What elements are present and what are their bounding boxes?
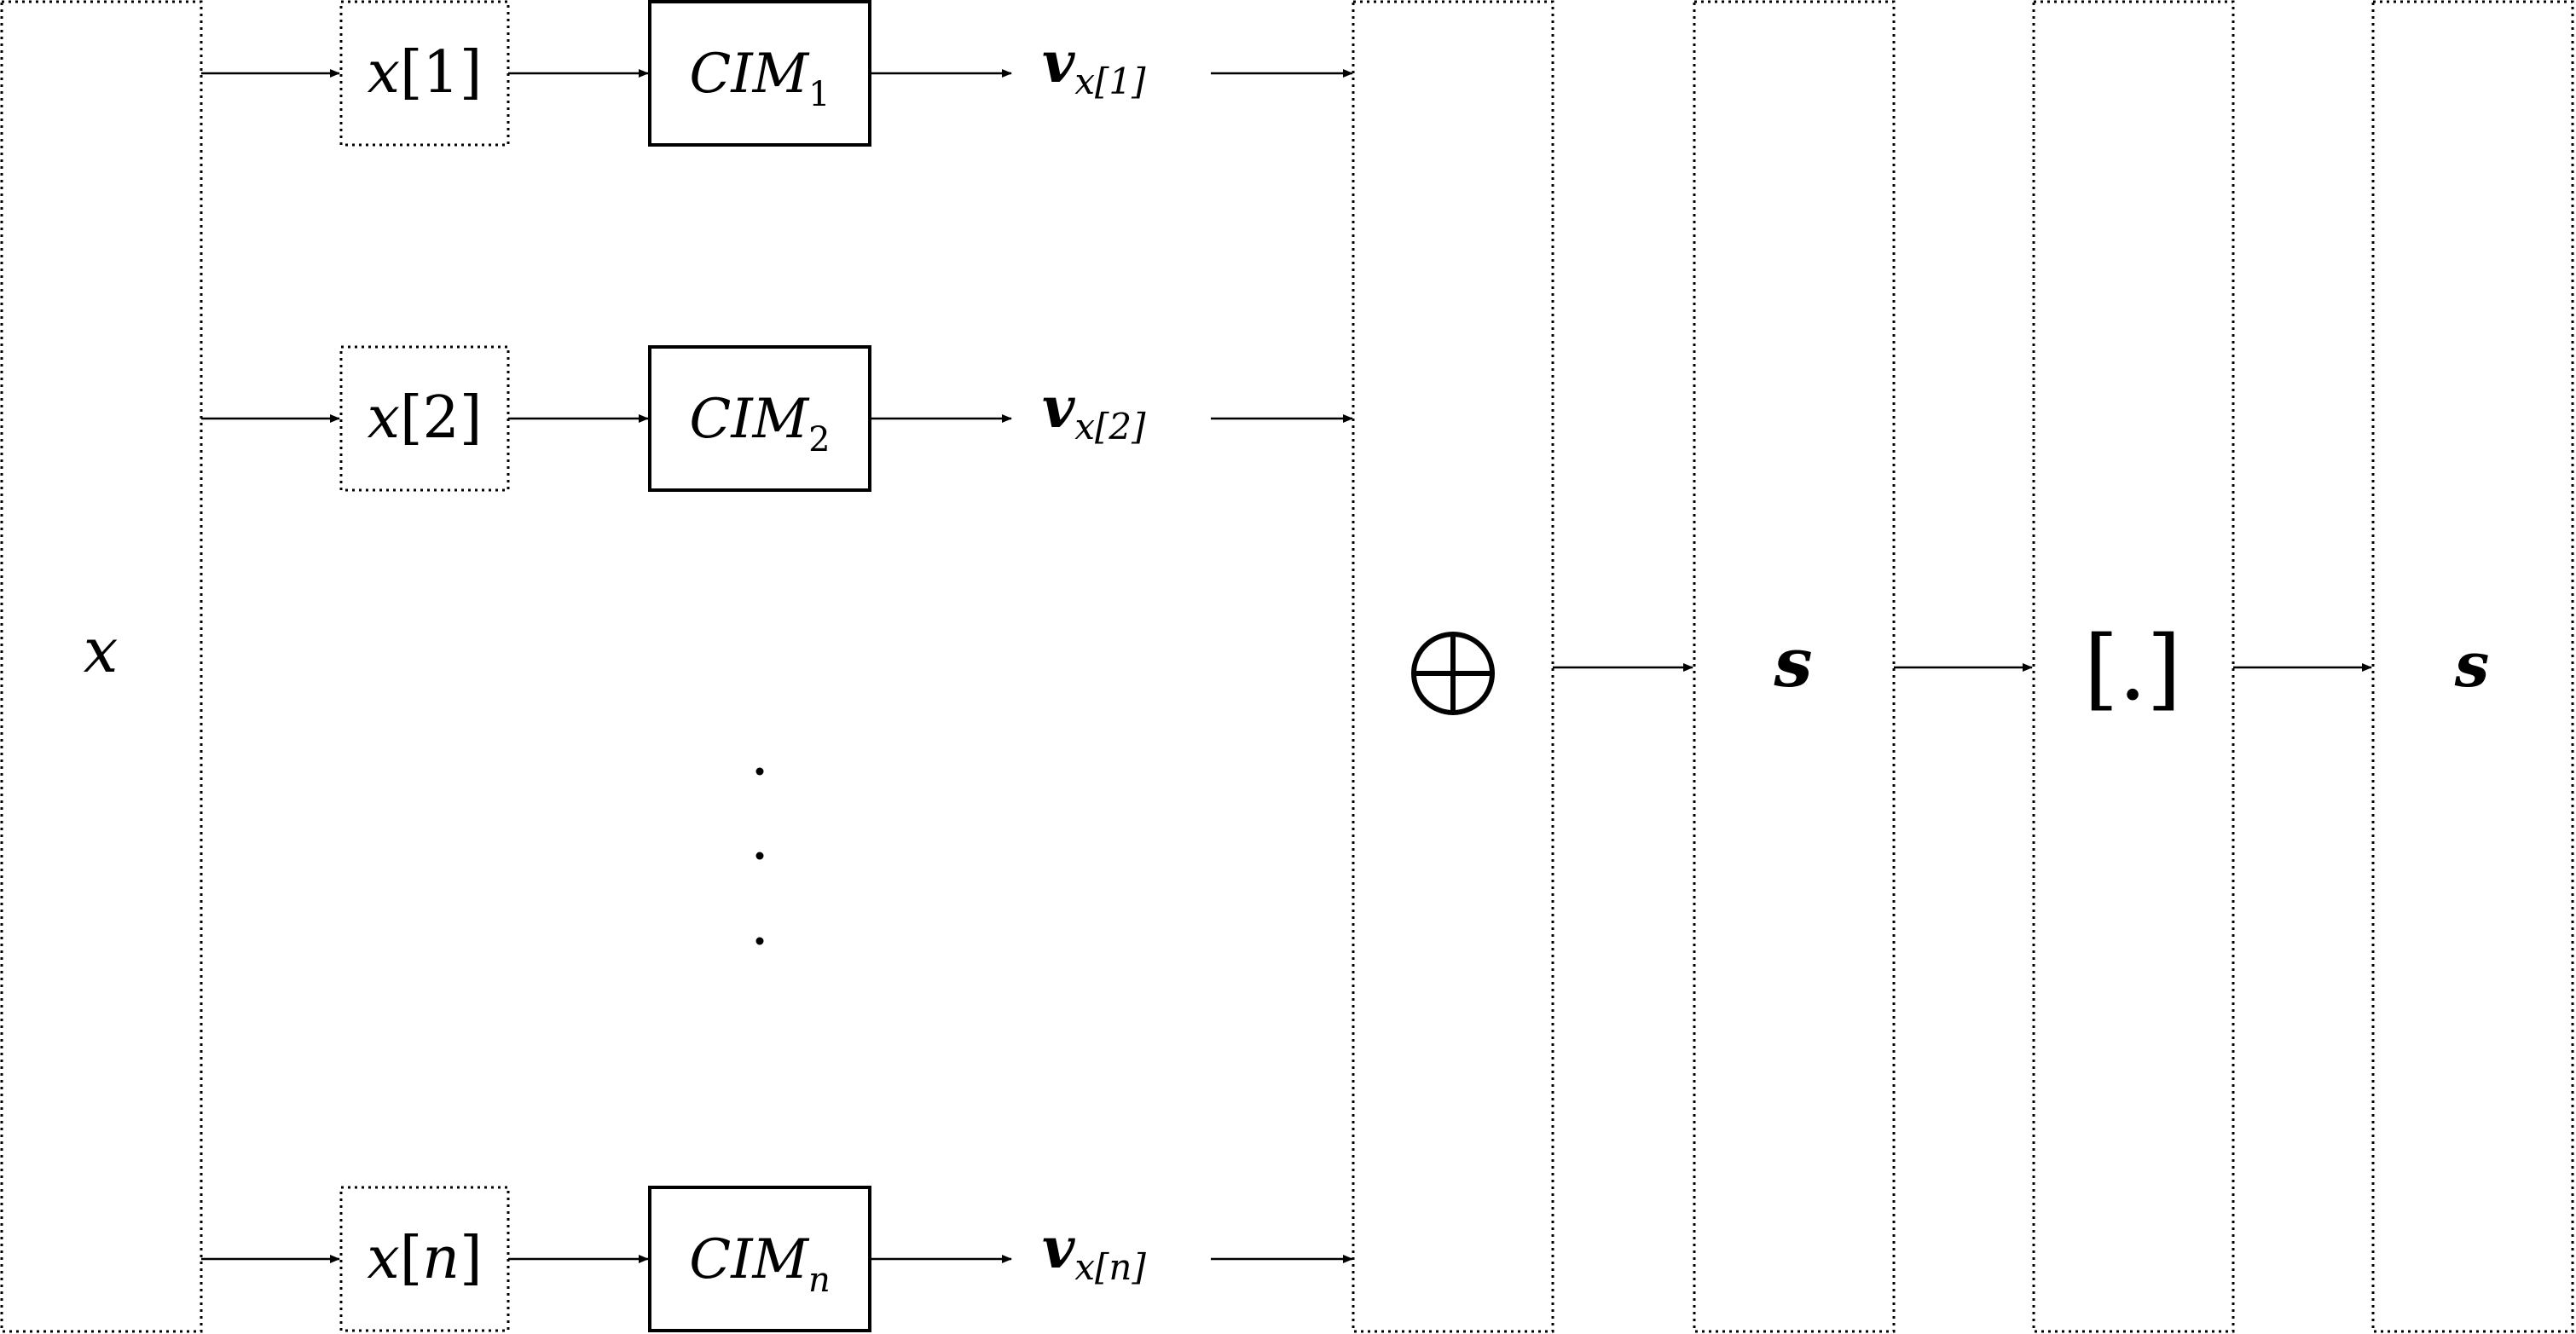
binarize-label: [.] <box>2084 616 2181 720</box>
cim-label-1: CIM1 <box>689 43 830 114</box>
row-1: x[1] CIM1 vx[1] <box>201 0 1353 147</box>
bundle-block <box>1352 0 1554 1333</box>
input-label: x <box>84 615 119 686</box>
slice-label-2: x[2] <box>368 384 483 452</box>
vector-label-n: vx[n] <box>1042 1215 1146 1288</box>
sum-label: s <box>1773 622 1812 702</box>
row-n: x[n] CIMn vx[n] <box>201 1186 1353 1332</box>
sum-block <box>1693 0 1896 1333</box>
xor-icon <box>1411 632 1495 715</box>
row-2: x[2] CIM2 vx[2] <box>201 345 1353 492</box>
output-block <box>2371 0 2574 1333</box>
vector-label-1: vx[1] <box>1042 29 1146 102</box>
output-label: s <box>2454 628 2490 701</box>
row-ellipsis <box>755 767 764 945</box>
vector-label-2: vx[2] <box>1042 374 1146 448</box>
binarize-block <box>2032 0 2235 1333</box>
cim-label-2: CIM2 <box>689 388 830 459</box>
slice-label-n: x[n] <box>367 1225 482 1292</box>
input-block <box>0 0 203 1333</box>
cim-label-n: CIMn <box>689 1228 831 1300</box>
slice-label-1: x[1] <box>368 39 483 107</box>
